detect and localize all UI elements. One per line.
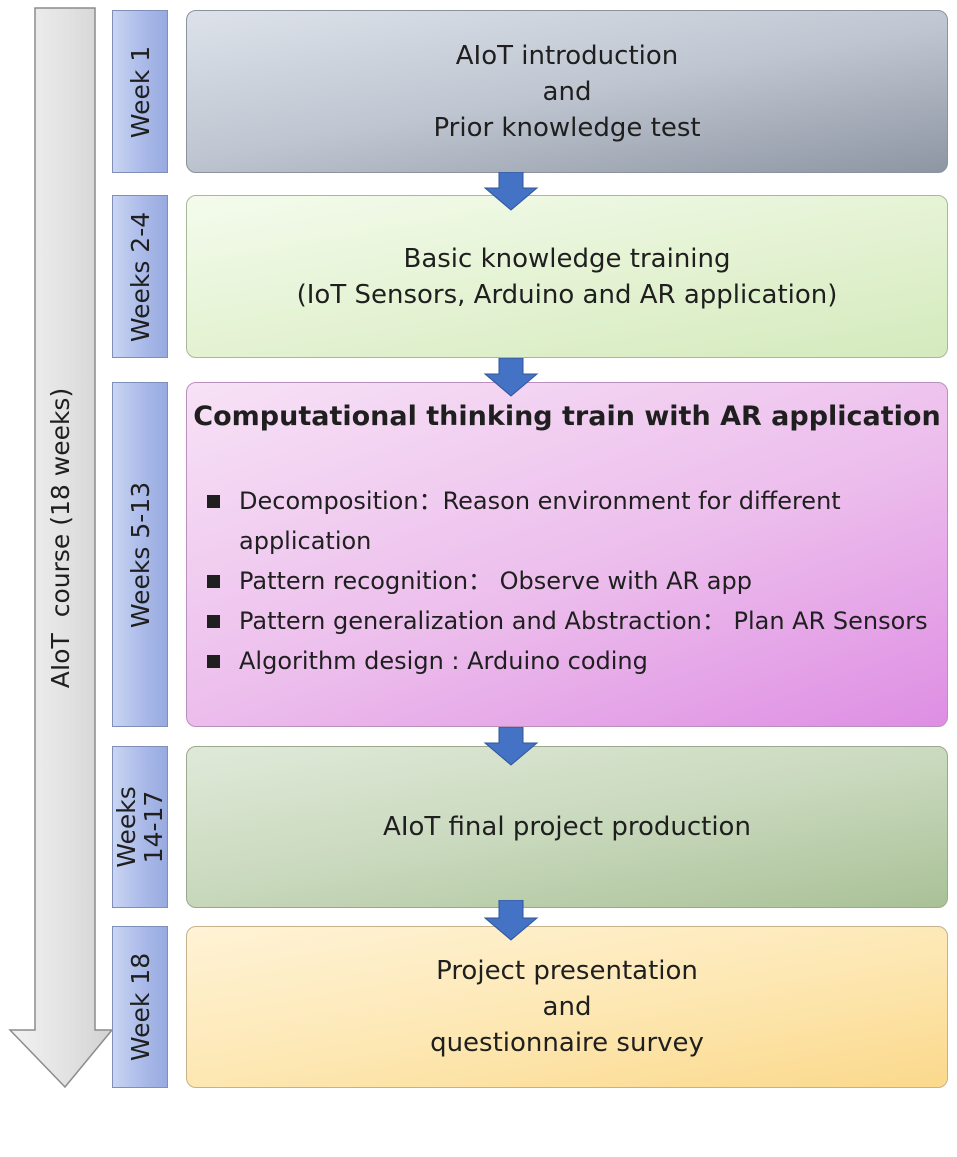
week-tab-14-17: Weeks 14-17 [112, 746, 168, 908]
down-arrow-icon [483, 358, 539, 397]
phase-line: and [542, 76, 592, 107]
week-label: Weeks 5-13 [125, 481, 155, 628]
list-item-text: Decomposition：Reason environment for dif… [239, 487, 841, 555]
phase-line: Prior knowledge test [433, 112, 701, 143]
phase-box-final-project: AIoT final project production [186, 746, 948, 908]
phase-box-computational-thinking: Computational thinking train with AR app… [186, 382, 948, 727]
square-bullet-icon [207, 495, 220, 508]
list-item: Pattern recognition： Observe with AR app [205, 561, 929, 601]
phase-line: Basic knowledge training [403, 243, 731, 274]
phase-line: AIoT introduction [455, 40, 679, 71]
timeline-arrow [8, 7, 114, 1089]
phase-line: and [542, 992, 592, 1022]
week-label: Week 18 [125, 952, 155, 1062]
week-tab-2-4: Weeks 2-4 [112, 195, 168, 358]
week-tab-1: Week 1 [112, 10, 168, 173]
phase-title: Computational thinking train with AR app… [193, 401, 941, 432]
list-item: Pattern generalization and Abstraction： … [205, 601, 929, 641]
down-arrow-icon [483, 172, 539, 211]
square-bullet-icon [207, 575, 220, 588]
week-tab-18: Week 18 [112, 926, 168, 1088]
list-item-text: Pattern recognition： Observe with AR app [239, 567, 752, 595]
phase-line: questionnaire survey [430, 1028, 704, 1058]
down-arrow-icon [483, 727, 539, 766]
phase-box-presentation: Project presentation and questionnaire s… [186, 926, 948, 1088]
down-arrow-icon [483, 900, 539, 941]
ct-steps-list: Decomposition：Reason environment for dif… [205, 481, 929, 681]
phase-line: Project presentation [436, 956, 698, 986]
list-item: Algorithm design : Arduino coding [205, 641, 929, 681]
square-bullet-icon [207, 655, 220, 668]
phase-box-basic-training: Basic knowledge training (IoT Sensors, A… [186, 195, 948, 358]
list-item-text: Algorithm design : Arduino coding [239, 647, 648, 675]
course-duration-label: AIoT course (18 weeks) [46, 387, 75, 689]
list-item: Decomposition：Reason environment for dif… [205, 481, 929, 561]
phase-line: AIoT final project production [383, 812, 751, 842]
square-bullet-icon [207, 615, 220, 628]
week-tab-5-13: Weeks 5-13 [112, 382, 168, 727]
phase-line: (IoT Sensors, Arduino and AR application… [296, 279, 838, 310]
phase-box-intro: AIoT introduction and Prior knowledge te… [186, 10, 948, 173]
list-item-text: Pattern generalization and Abstraction： … [239, 607, 928, 635]
